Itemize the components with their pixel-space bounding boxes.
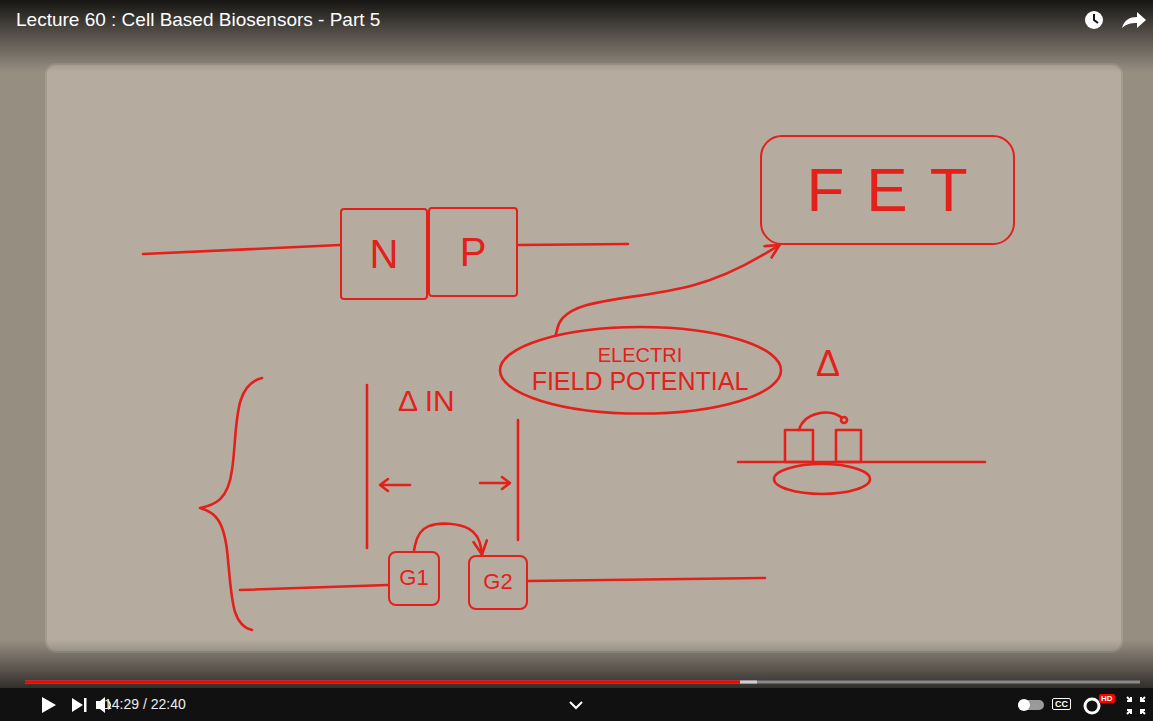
potential-ellipse: ELECTRIFIELD POTENTIAL [498, 325, 783, 416]
whiteboard [46, 64, 1122, 652]
curly-brace [200, 378, 262, 630]
n-region-box: N [340, 208, 428, 300]
control-bar [0, 688, 1153, 721]
node-label: FIELD POTENTIAL [532, 367, 749, 396]
fet-box: FET [760, 135, 1015, 245]
clock-hands [1094, 14, 1098, 23]
autoplay-toggle [1018, 700, 1044, 710]
gap-wall [517, 420, 520, 540]
hd-badge: HD [1099, 694, 1115, 703]
gate-wire [240, 585, 388, 590]
bottom-shade [0, 640, 1153, 690]
curved-arrow [414, 524, 482, 555]
chevron-icon [570, 702, 582, 708]
volume-icon [96, 697, 105, 713]
substrate-ellipse [774, 464, 870, 494]
delta-symbol: Δ [816, 343, 840, 384]
cell-block [836, 430, 861, 462]
field-arrow [480, 477, 510, 489]
gap-wall [366, 385, 369, 548]
cell-link-arc [799, 413, 842, 430]
video-title: Lecture 60 : Cell Based Biosensors - Par… [16, 9, 380, 32]
cell-block [785, 430, 813, 462]
gate-wire [528, 578, 765, 581]
progress-track [25, 681, 1140, 684]
top-shade [0, 0, 1153, 72]
node-label: G2 [483, 569, 512, 594]
field-arrow [380, 479, 410, 491]
progress-buffer [740, 681, 757, 684]
autoplay-knob [1018, 699, 1030, 711]
junction-wire [518, 244, 628, 245]
next-icon [72, 698, 83, 712]
node-label: ELECTRI [598, 344, 682, 367]
p-region-box: P [428, 207, 518, 297]
watch-later-icon [1085, 11, 1103, 29]
play-icon [42, 697, 56, 713]
captions-badge: CC [1052, 698, 1071, 710]
settings-gear [1085, 699, 1099, 713]
time-display: 14:29 / 22:40 [104, 696, 186, 712]
fullscreen-exit-icon [1127, 697, 1145, 714]
gate-box: G2 [468, 555, 528, 610]
next-bar [84, 698, 87, 712]
cell-link-dot [841, 417, 847, 423]
node-label: G1 [399, 565, 428, 590]
progress-played [25, 681, 740, 684]
gate-box: G1 [388, 551, 440, 606]
share-icon [1122, 12, 1146, 28]
junction-wire [143, 245, 340, 254]
delta-note: Δ IN [398, 384, 455, 419]
node-label: FET [784, 154, 989, 225]
curved-arrow [556, 245, 780, 335]
node-label: P [460, 229, 487, 275]
node-label: N [370, 231, 399, 277]
ellipse-outline-shape [500, 327, 781, 414]
